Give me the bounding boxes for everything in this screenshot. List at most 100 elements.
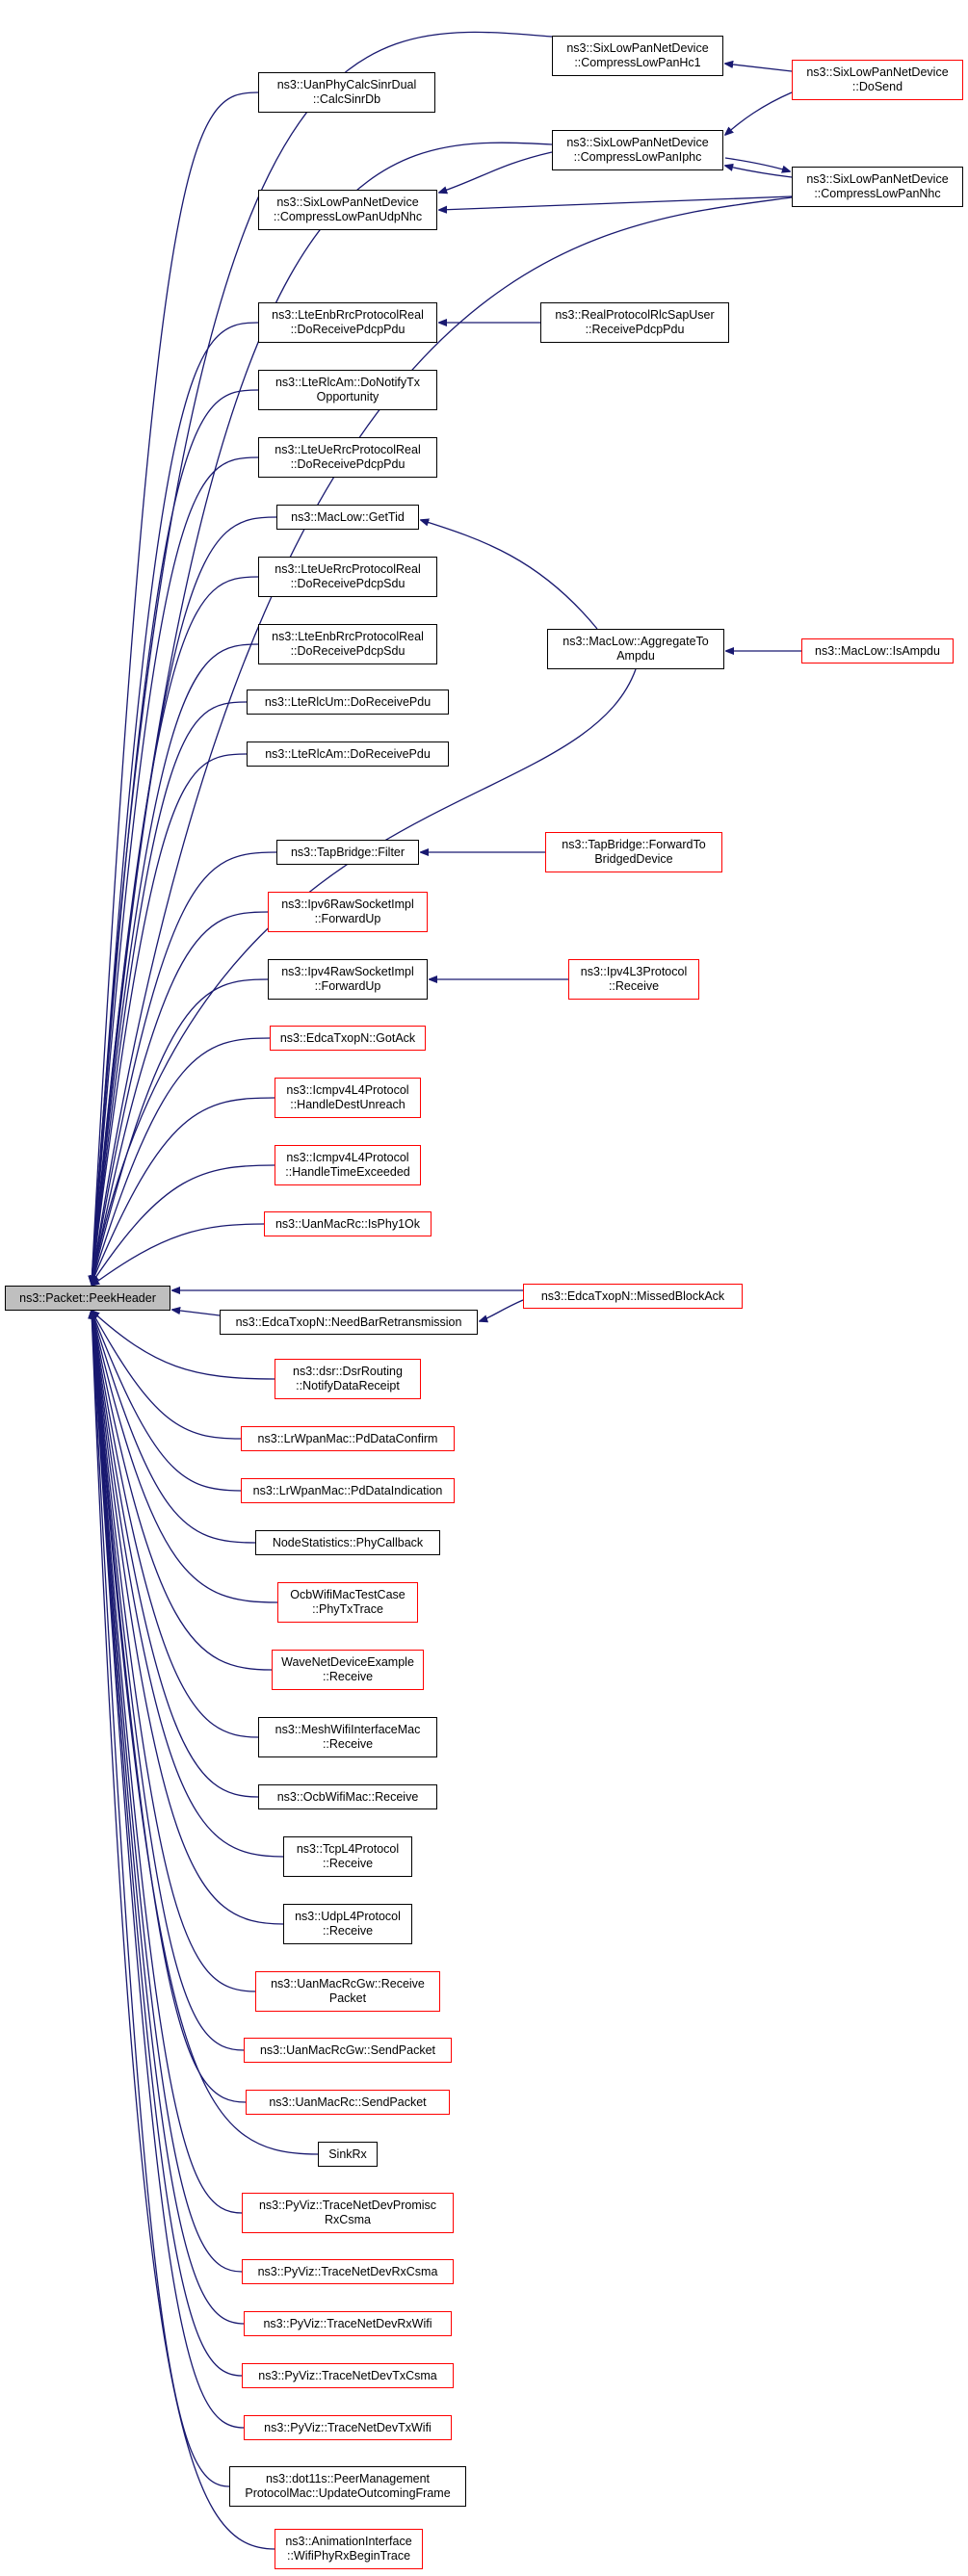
edge-to-root-29 (92, 1311, 259, 1798)
edge-to-root-3 (92, 196, 793, 1284)
node-label: ns3::PyViz::TraceNetDevTxWifi (264, 2420, 432, 2434)
node-pyviz-promisc-rxcsma[interactable]: ns3::PyViz::TraceNetDevPromisc RxCsma (242, 2193, 454, 2233)
node-uanmacrc-isphy1ok[interactable]: ns3::UanMacRc::IsPhy1Ok (264, 1211, 432, 1236)
node-pyviz-rxwifi[interactable]: ns3::PyViz::TraceNetDevRxWifi (244, 2311, 452, 2336)
node-dosend[interactable]: ns3::SixLowPanNetDevice ::DoSend (792, 60, 963, 100)
node-lrwpan-pdconfirm[interactable]: ns3::LrWpanMac::PdDataConfirm (241, 1426, 455, 1451)
node-label: ns3::Ipv6RawSocketImpl ::ForwardUp (281, 898, 414, 925)
node-label: ns3::SixLowPanNetDevice ::CompressLowPan… (566, 41, 709, 69)
node-label: ns3::MacLow::GetTid (291, 509, 405, 524)
node-icmp-timeexceeded[interactable]: ns3::Icmpv4L4Protocol ::HandleTimeExceed… (275, 1145, 421, 1185)
edge-to-root-32 (92, 1311, 256, 1992)
node-label: ns3::LteUeRrcProtocolReal ::DoReceivePdc… (275, 443, 421, 471)
node-maclow-aggregate[interactable]: ns3::MacLow::AggregateTo Ampdu (547, 629, 724, 669)
node-uangw-sendpacket[interactable]: ns3::UanMacRcGw::SendPacket (244, 2038, 452, 2063)
node-label: ns3::dot11s::PeerManagement ProtocolMac:… (245, 2472, 451, 2500)
node-realproto-recv-pdcppdu[interactable]: ns3::RealProtocolRlcSapUser ::ReceivePdc… (540, 302, 729, 343)
edge-to-root-21 (172, 1310, 221, 1316)
node-pyviz-txwifi[interactable]: ns3::PyViz::TraceNetDevTxWifi (244, 2415, 452, 2440)
node-uangw-receivepacket[interactable]: ns3::UanMacRcGw::Receive Packet (255, 1971, 440, 2012)
edge-aggregate-to-gettid (421, 520, 598, 630)
edge-to-root-19 (92, 1223, 265, 1286)
node-label: ns3::TapBridge::Filter (290, 845, 406, 859)
node-pyviz-txcsma[interactable]: ns3::PyViz::TraceNetDevTxCsma (242, 2363, 454, 2388)
node-compress-lowpan-nhc[interactable]: ns3::SixLowPanNetDevice ::CompressLowPan… (792, 167, 963, 207)
node-label: ns3::EdcaTxopN::NeedBarRetransmission (235, 1314, 462, 1329)
node-ocbwifi-receive[interactable]: ns3::OcbWifiMac::Receive (258, 1784, 437, 1809)
node-tcpl4-receive[interactable]: ns3::TcpL4Protocol ::Receive (283, 1836, 412, 1877)
node-ipv4raw-forwardup[interactable]: ns3::Ipv4RawSocketImpl ::ForwardUp (268, 959, 428, 1000)
node-compress-lowpan-udpnhc[interactable]: ns3::SixLowPanNetDevice ::CompressLowPan… (258, 190, 437, 230)
node-label: ns3::dsr::DsrRouting ::NotifyDataReceipt (293, 1365, 403, 1392)
node-ocbtest-phytxtrace[interactable]: OcbWifiMacTestCase ::PhyTxTrace (277, 1582, 418, 1623)
node-uanrc-sendpacket[interactable]: ns3::UanMacRc::SendPacket (246, 2090, 450, 2115)
node-label: ns3::TcpL4Protocol ::Receive (296, 1842, 400, 1870)
node-maclow-gettid[interactable]: ns3::MacLow::GetTid (276, 505, 419, 530)
edge-to-root-36 (92, 1311, 243, 2214)
edge-to-root-11 (92, 701, 248, 1284)
node-label: ns3::SixLowPanNetDevice ::CompressLowPan… (806, 172, 949, 200)
node-waveexample-receive[interactable]: WaveNetDeviceExample ::Receive (272, 1650, 424, 1690)
edge-to-root-30 (92, 1311, 284, 1858)
node-tapbridge-filter[interactable]: ns3::TapBridge::Filter (276, 840, 419, 865)
edge-to-root-24 (92, 1311, 242, 1492)
node-label: ns3::PyViz::TraceNetDevRxWifi (263, 2316, 432, 2330)
edge-missedblock-to-needbar (480, 1299, 524, 1321)
edge-to-root-10 (92, 643, 259, 1284)
node-label: ns3::UanMacRcGw::Receive Packet (271, 1977, 425, 2005)
node-pyviz-rxcsma[interactable]: ns3::PyViz::TraceNetDevRxCsma (242, 2259, 454, 2284)
node-label: ns3::LteEnbRrcProtocolReal ::DoReceivePd… (272, 308, 424, 336)
node-label: ns3::Icmpv4L4Protocol ::HandleDestUnreac… (286, 1083, 409, 1111)
edge-to-root-22 (92, 1311, 275, 1380)
node-edca-missedblockack[interactable]: ns3::EdcaTxopN::MissedBlockAck (523, 1284, 743, 1309)
edge-to-root-8 (92, 576, 259, 1284)
node-label: ns3::TapBridge::ForwardTo BridgedDevice (562, 838, 706, 866)
node-lterlcum-dorecvpdu[interactable]: ns3::LteRlcUm::DoReceivePdu (247, 690, 449, 715)
node-label: ns3::SixLowPanNetDevice ::DoSend (806, 65, 949, 93)
node-lterlcam-donotifytx[interactable]: ns3::LteRlcAm::DoNotifyTx Opportunity (258, 370, 437, 410)
node-edca-gotack[interactable]: ns3::EdcaTxopN::GotAck (270, 1026, 426, 1051)
node-dsr-notifydatareceipt[interactable]: ns3::dsr::DsrRouting ::NotifyDataReceipt (275, 1359, 421, 1399)
node-ipv4l3-receive[interactable]: ns3::Ipv4L3Protocol ::Receive (568, 959, 699, 1000)
edge-iphc-to-nhc (724, 157, 790, 171)
node-meshwifi-receive[interactable]: ns3::MeshWifiInterfaceMac ::Receive (258, 1717, 437, 1757)
node-label: ns3::UanMacRc::SendPacket (269, 2095, 427, 2109)
edge-to-root-41 (92, 1311, 230, 2487)
edge-nhc-to-udpnhc (439, 195, 793, 210)
node-peekheader[interactable]: ns3::Packet::PeekHeader (5, 1286, 170, 1311)
node-lterlcam-dorecvpdu[interactable]: ns3::LteRlcAm::DoReceivePdu (247, 742, 449, 767)
edge-to-root-38 (92, 1311, 245, 2325)
node-animation-wifiphyrxbegin[interactable]: ns3::AnimationInterface ::WifiPhyRxBegin… (275, 2529, 423, 2569)
node-label: ns3::RealProtocolRlcSapUser ::ReceivePdc… (555, 308, 715, 336)
node-label: ns3::UanPhyCalcSinrDual ::CalcSinrDb (276, 78, 417, 106)
node-label: ns3::PyViz::TraceNetDevTxCsma (258, 2368, 437, 2382)
node-label: WaveNetDeviceExample ::Receive (281, 1655, 414, 1683)
node-maclow-isampdu[interactable]: ns3::MacLow::IsAmpdu (801, 638, 954, 664)
node-edca-needbar[interactable]: ns3::EdcaTxopN::NeedBarRetransmission (220, 1310, 478, 1335)
node-lteenb-dorecv-pdcppdu[interactable]: ns3::LteEnbRrcProtocolReal ::DoReceivePd… (258, 302, 437, 343)
node-label: ns3::EdcaTxopN::MissedBlockAck (540, 1288, 725, 1303)
node-lteenb-dorecv-pdcpsdu[interactable]: ns3::LteEnbRrcProtocolReal ::DoReceivePd… (258, 624, 437, 664)
edge-to-root-12 (92, 753, 248, 1284)
edge-nhc-to-iphc (725, 166, 793, 178)
node-nodestats-phycallback[interactable]: NodeStatistics::PhyCallback (255, 1530, 440, 1555)
node-ipv6raw-forwardup[interactable]: ns3::Ipv6RawSocketImpl ::ForwardUp (268, 892, 428, 932)
node-icmp-destunreach[interactable]: ns3::Icmpv4L4Protocol ::HandleDestUnreac… (275, 1078, 421, 1118)
edge-dosend-to-iphc (725, 91, 793, 135)
edge-to-root-37 (92, 1311, 243, 2273)
edge-dosend-to-hc1 (725, 64, 793, 72)
node-compress-lowpan-hc1[interactable]: ns3::SixLowPanNetDevice ::CompressLowPan… (552, 36, 723, 76)
node-label: ns3::EdcaTxopN::GotAck (279, 1030, 416, 1045)
node-tapbridge-forward[interactable]: ns3::TapBridge::ForwardTo BridgedDevice (545, 832, 722, 872)
node-sinkrx[interactable]: SinkRx (318, 2142, 378, 2167)
node-lteue-dorecv-pdcpsdu[interactable]: ns3::LteUeRrcProtocolReal ::DoReceivePdc… (258, 557, 437, 597)
node-uanphy-calcsinrdb[interactable]: ns3::UanPhyCalcSinrDual ::CalcSinrDb (258, 72, 435, 113)
node-lteue-dorecv-pdcppdu[interactable]: ns3::LteUeRrcProtocolReal ::DoReceivePdc… (258, 437, 437, 478)
node-udpl4-receive[interactable]: ns3::UdpL4Protocol ::Receive (283, 1904, 412, 1944)
node-dot11s-updateoutcoming[interactable]: ns3::dot11s::PeerManagement ProtocolMac:… (229, 2466, 466, 2507)
node-compress-lowpan-iphc[interactable]: ns3::SixLowPanNetDevice ::CompressLowPan… (552, 130, 723, 170)
node-label: ns3::LteUeRrcProtocolReal ::DoReceivePdc… (275, 562, 421, 590)
node-label: ns3::Ipv4L3Protocol ::Receive (580, 965, 688, 993)
node-lrwpan-pdindication[interactable]: ns3::LrWpanMac::PdDataIndication (241, 1478, 455, 1503)
